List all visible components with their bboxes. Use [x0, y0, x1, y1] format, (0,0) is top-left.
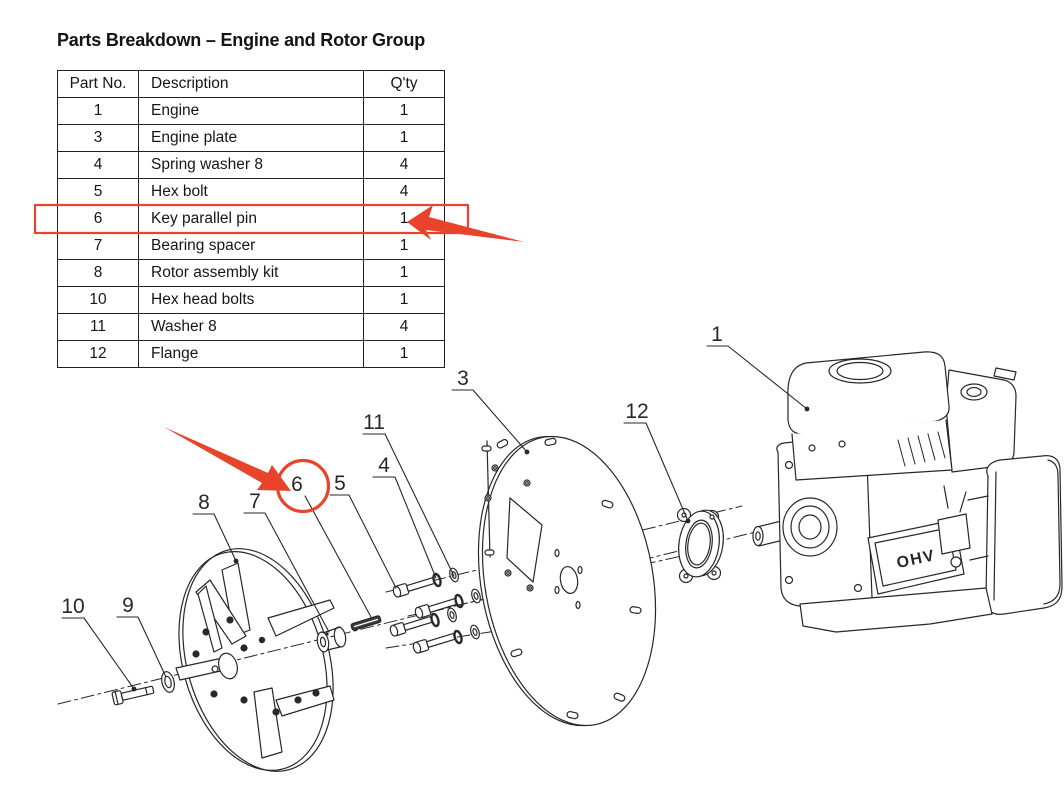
- cell-qty: 1: [363, 232, 445, 260]
- cell-desc: Hex bolt: [138, 178, 364, 206]
- cell-desc: Engine: [138, 97, 364, 125]
- cell-desc: Rotor assembly kit: [138, 259, 364, 287]
- hex-bolts-illustration: [389, 577, 458, 654]
- callout-leader-lines: [61, 345, 810, 692]
- cell-desc: Hex head bolts: [138, 286, 364, 314]
- bearing-spacer-illustration: [316, 626, 347, 653]
- upper-axis-line: [385, 505, 743, 593]
- cell-desc: Key parallel pin: [138, 205, 364, 233]
- callout-label-5: 5: [334, 472, 346, 495]
- cell-part: 11: [57, 313, 139, 341]
- cell-part: 8: [57, 259, 139, 287]
- table-row: 5 Hex bolt 4: [57, 178, 445, 206]
- callout-label-11: 11: [363, 411, 385, 434]
- col-header-description: Description: [138, 70, 364, 98]
- highlight-circle: [275, 458, 331, 514]
- table-row: 12 Flange 1: [57, 340, 445, 368]
- key-parallel-pin-illustration: [350, 615, 382, 631]
- table-row: 7 Bearing spacer 1: [57, 232, 445, 260]
- leader-line-8: [192, 513, 237, 562]
- leader-line-3: [451, 389, 528, 453]
- washer-pairs-illustration: [430, 567, 481, 645]
- cell-part: 6: [57, 205, 139, 233]
- highlight-arrow-diagram: [164, 427, 291, 491]
- table-row: 3 Engine plate 1: [57, 124, 445, 152]
- cell-desc: Engine plate: [138, 124, 364, 152]
- table-row: 8 Rotor assembly kit 1: [57, 259, 445, 287]
- leader-line-12: [623, 422, 689, 522]
- cell-qty: 4: [363, 178, 445, 206]
- cell-desc: Spring washer 8: [138, 151, 364, 179]
- lower-axis-line: [385, 606, 653, 649]
- cell-desc: Flange: [138, 340, 364, 368]
- callout-label-10: 10: [61, 595, 84, 618]
- callout-label-8: 8: [198, 491, 210, 514]
- cell-qty: 1: [363, 124, 445, 152]
- leader-line-1: [706, 345, 808, 410]
- leader-line-4: [372, 476, 437, 579]
- engine-ohv-label: OHV: [895, 547, 937, 572]
- table-row: 11 Washer 8 4: [57, 313, 445, 341]
- leader-line-7: [243, 512, 330, 633]
- rotor-assembly-illustration: [175, 548, 335, 772]
- middle-axis-line: [407, 551, 701, 617]
- leader-line-9: [116, 616, 167, 678]
- main-axis-line: [57, 523, 789, 705]
- table-header-row: Part No. Description Q'ty: [57, 70, 445, 98]
- table-row-highlighted: 6 Key parallel pin 1: [57, 205, 445, 233]
- col-header-part-no: Part No.: [57, 70, 139, 98]
- cell-qty: 4: [363, 151, 445, 179]
- leader-line-5: [329, 494, 397, 589]
- leader-line-11: [362, 433, 455, 577]
- col-header-qty: Q'ty: [363, 70, 445, 98]
- page-title: Parts Breakdown – Engine and Rotor Group: [57, 30, 426, 50]
- washer-9-illustration: [161, 671, 175, 693]
- table-row: 10 Hex head bolts 1: [57, 286, 445, 314]
- parts-table: Part No. Description Q'ty 1 Engine 1 3 E…: [57, 70, 445, 368]
- cell-qty: 1: [363, 205, 445, 233]
- callout-label-4: 4: [378, 454, 390, 477]
- center-axis-lines: [57, 505, 789, 705]
- cell-desc: Washer 8: [138, 313, 364, 341]
- callout-label-1: 1: [711, 323, 723, 346]
- cell-part: 4: [57, 151, 139, 179]
- cell-part: 10: [57, 286, 139, 314]
- cell-qty: 1: [363, 286, 445, 314]
- cell-part: 1: [57, 97, 139, 125]
- cell-part: 12: [57, 340, 139, 368]
- cell-qty: 1: [363, 340, 445, 368]
- cell-qty: 4: [363, 313, 445, 341]
- cell-desc: Bearing spacer: [138, 232, 364, 260]
- cell-part: 7: [57, 232, 139, 260]
- cell-part: 3: [57, 124, 139, 152]
- callout-label-9: 9: [122, 594, 134, 617]
- engine-illustration: OHV: [752, 351, 1063, 633]
- hex-head-bolt-illustration: [111, 685, 155, 706]
- table-row: 1 Engine 1: [57, 97, 445, 125]
- engine-plate-illustration: [477, 435, 657, 727]
- callout-label-12: 12: [625, 400, 648, 423]
- flange-illustration: [676, 507, 724, 584]
- leader-line-6: [304, 495, 372, 618]
- callout-label-6: 6: [291, 473, 303, 496]
- cell-part: 5: [57, 178, 139, 206]
- cell-qty: 1: [363, 97, 445, 125]
- callout-label-3: 3: [457, 367, 469, 390]
- callout-label-7: 7: [249, 490, 261, 513]
- leader-line-10: [61, 617, 135, 690]
- cell-qty: 1: [363, 259, 445, 287]
- table-row: 4 Spring washer 8 4: [57, 151, 445, 179]
